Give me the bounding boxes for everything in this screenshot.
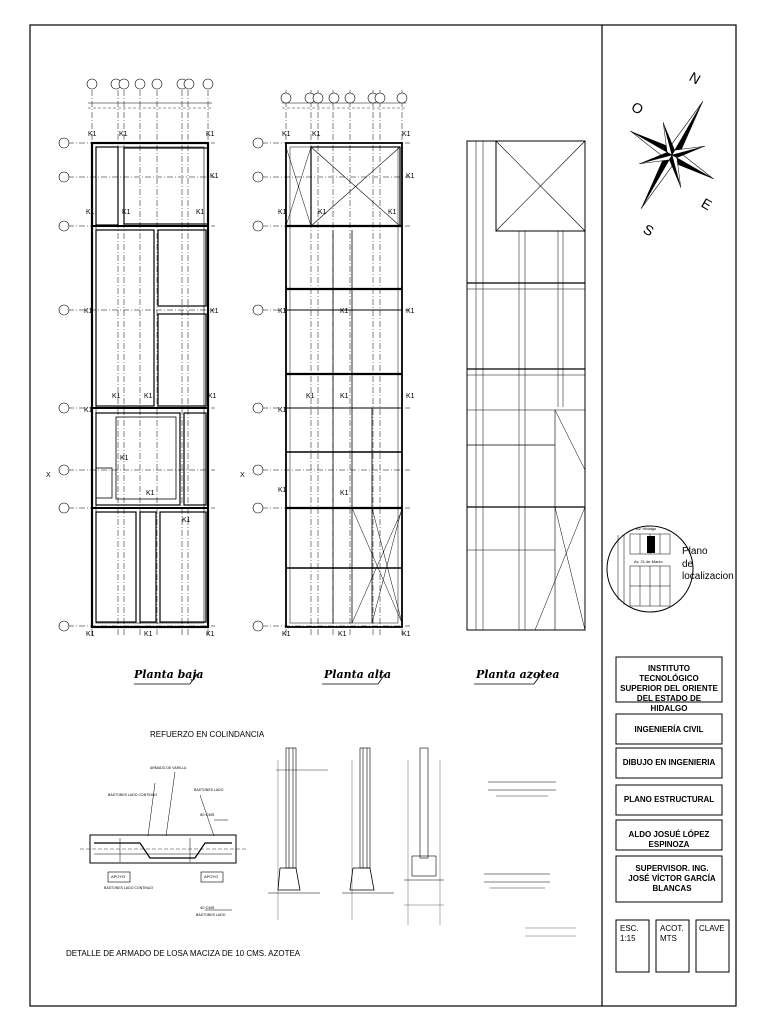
plan-label-roof: Planta azotea	[476, 668, 560, 681]
tb-supervisor: SUPERVISOR. ING. JOSÉ VÍCTOR GARCÍA BLAN…	[628, 864, 716, 893]
column-tag: K1	[208, 393, 217, 400]
column-tag: K1	[278, 209, 287, 216]
column-tag: K1	[278, 487, 287, 494]
tb-career: INGENIERÍA CIVIL	[634, 725, 704, 734]
sheet-border	[29, 24, 737, 1007]
detail-annot-50: 50 CMS	[200, 812, 215, 817]
column-tag: K1	[84, 308, 93, 315]
axis-marker-x-ground: X	[46, 472, 51, 479]
column-tag: K1	[144, 631, 153, 638]
tb-scale-cell: ESC. 1:15	[620, 924, 639, 945]
detail-annot-bast-bottom2: BASTONES LADO	[196, 913, 226, 917]
detail-caption: DETALLE DE ARMADO DE LOSA MACIZA DE 10 C…	[66, 949, 301, 958]
slab-reinforcement-detail	[80, 771, 246, 911]
tb-institution: INSTITUTO TECNOLÓGICO SUPERIOR DEL ORIEN…	[620, 664, 718, 713]
column-tag: K1	[196, 209, 205, 216]
column-tag: K1	[120, 455, 129, 462]
tb-author: ALDO JOSUÉ LÓPEZ ESPINOZA	[628, 830, 710, 849]
column-tag: K1	[406, 308, 415, 315]
column-tag: K1	[146, 490, 155, 497]
tb-scale-value: 1:15	[620, 934, 636, 944]
location-plan-map	[606, 525, 694, 613]
column-tag: K1	[340, 490, 349, 497]
location-label-line1: Plano	[682, 546, 708, 557]
column-tag: K1	[282, 631, 291, 638]
location-street-1: Av. Hidalgo	[636, 526, 657, 531]
detail-annot-bast-bottom1: BASTONES LADO CONTINUO	[104, 886, 154, 890]
column-tag: K1	[144, 393, 153, 400]
column-tag: K1	[338, 631, 347, 638]
plan-upper-floor	[252, 90, 410, 635]
column-tag: K1	[86, 209, 95, 216]
detail-annot-40: 40 CMS	[200, 905, 215, 910]
column-tag: K1	[182, 517, 191, 524]
tb-units-label: ACOT.	[660, 924, 684, 933]
plan-name-underlines	[134, 673, 542, 685]
location-street-2: Av. 21 de Marzo	[634, 559, 663, 564]
detail-annot-apoyo-right: APOYO	[204, 874, 219, 879]
column-tag: K1	[210, 173, 219, 180]
wall-section-details	[268, 747, 576, 937]
detail-annot-armado: ARMADO DE VARILLA	[150, 766, 187, 770]
plan-roof	[466, 140, 586, 631]
column-tag: K1	[282, 131, 291, 138]
column-tag: K1	[84, 407, 93, 414]
column-tag: K1	[318, 209, 327, 216]
location-label-line2: de	[682, 558, 694, 570]
column-tag: K1	[406, 393, 415, 400]
tb-drawing: PLANO ESTRUCTURAL	[623, 795, 715, 804]
column-tag: K1	[206, 131, 215, 138]
location-highlight-lot	[647, 536, 655, 553]
column-tag: K1	[388, 209, 397, 216]
column-tag: K1	[86, 631, 95, 638]
column-tag: K1	[306, 393, 315, 400]
column-tag: K1	[122, 209, 131, 216]
column-tag: K1	[278, 407, 287, 414]
tb-units-cell: ACOT. MTS	[660, 924, 684, 945]
detail-annot-apoyo-left: APOYO	[111, 874, 126, 879]
detail-annot-bastones2: BASTONES LADO	[194, 788, 224, 792]
detail-annot-bastones1: BASTONES LADO CONTINUO	[108, 793, 158, 797]
column-tag: K1	[206, 631, 215, 638]
axis-marker-x-upper: X	[240, 472, 245, 479]
column-tag: K1	[340, 308, 349, 315]
title-block-boxes	[615, 656, 730, 973]
tb-scale-label: ESC.	[620, 924, 639, 933]
column-tag: K1	[210, 308, 219, 315]
tb-key-cell: CLAVE	[699, 924, 725, 933]
plan-label-ground: Planta baja	[134, 668, 204, 681]
column-tag: K1	[402, 131, 411, 138]
detail-title: REFUERZO EN COLINDANCIA	[150, 730, 265, 739]
column-tag: K1	[340, 393, 349, 400]
plan-label-upper: Planta alta	[324, 668, 392, 681]
plan-ground-floor	[58, 78, 215, 635]
location-label-line3: localizacion	[682, 571, 734, 582]
tb-subject: DIBUJO EN INGENIERIA	[622, 758, 716, 767]
column-tag: K1	[402, 631, 411, 638]
column-tag: K1	[406, 173, 415, 180]
column-tag: K1	[119, 131, 128, 138]
tb-units-value: MTS	[660, 934, 677, 944]
column-tag: K1	[112, 393, 121, 400]
column-tag: K1	[312, 131, 321, 138]
column-tag: K1	[278, 308, 287, 315]
location-plan-label: Plano de localizacion	[682, 546, 734, 584]
column-tag: K1	[88, 131, 97, 138]
compass-rose-icon	[630, 101, 714, 209]
